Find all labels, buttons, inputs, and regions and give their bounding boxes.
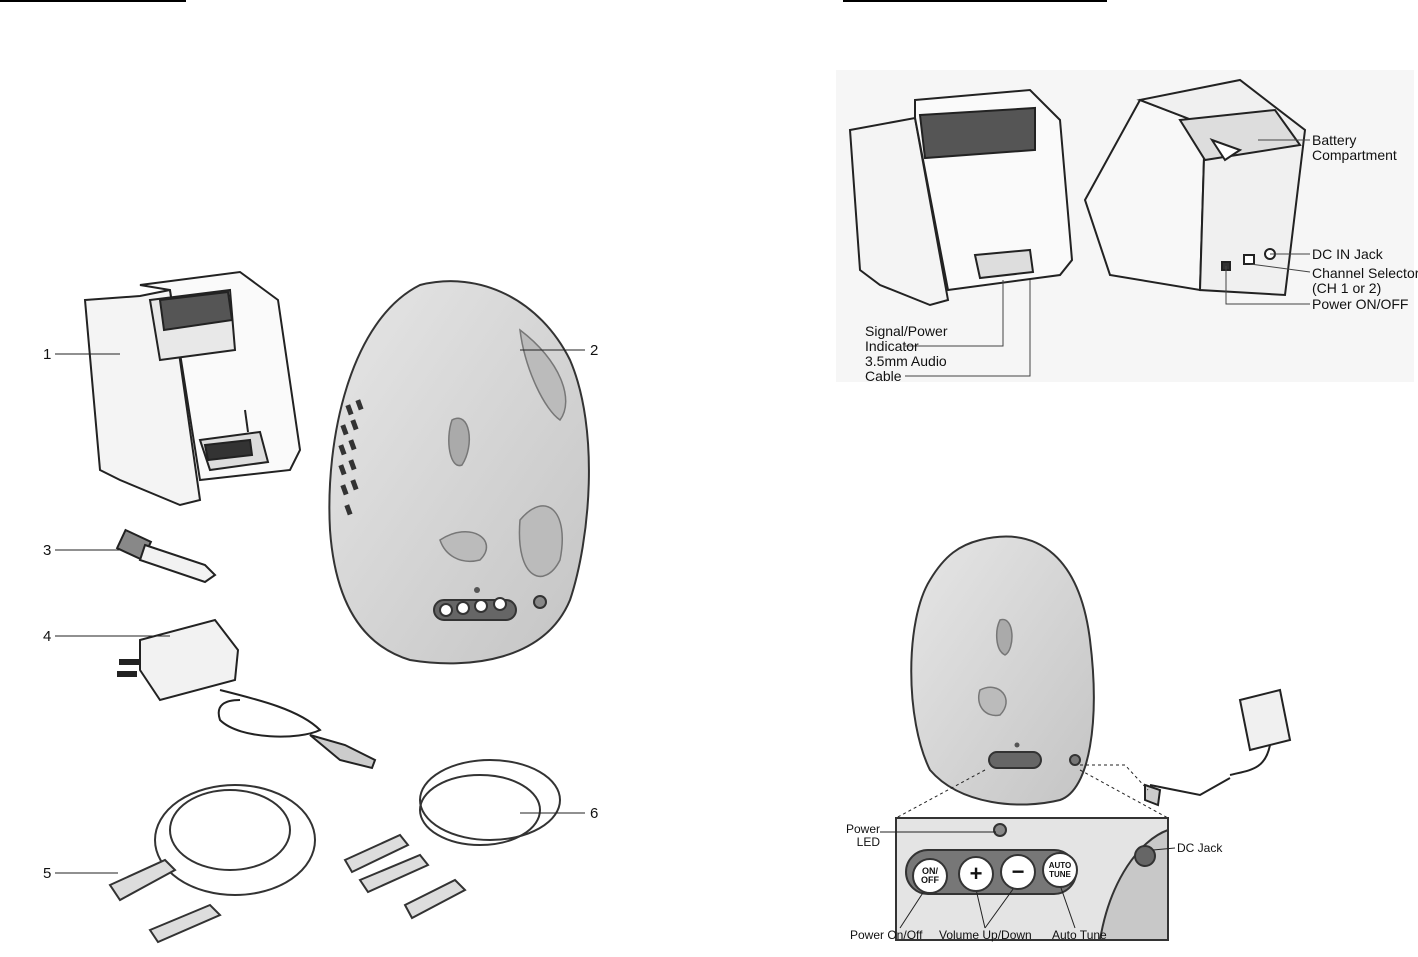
dock-speaker-illustration bbox=[85, 272, 300, 505]
auto-tune-button: AUTO TUNE bbox=[1042, 852, 1078, 888]
rear-speaker-illustration bbox=[1085, 80, 1305, 295]
rca-cable-illustration bbox=[345, 760, 560, 918]
volume-up-button: + bbox=[958, 856, 994, 892]
volume-up-down-label: Volume Up/Down bbox=[939, 928, 1032, 943]
right-rock-speaker-illustration bbox=[911, 537, 1094, 805]
adapter-plug-illustration bbox=[117, 530, 215, 582]
callout-5: 5 bbox=[43, 865, 51, 882]
on-off-button: ON/ OFF bbox=[912, 858, 948, 894]
power-on-off-label: Power ON/OFF bbox=[1312, 297, 1408, 312]
callout-4: 4 bbox=[43, 628, 51, 645]
rock-speaker-illustration bbox=[329, 281, 589, 663]
auto-tune-label: Auto Tune bbox=[1052, 928, 1107, 943]
dc-in-jack-label: DC IN Jack bbox=[1312, 247, 1383, 262]
callout-2: 2 bbox=[590, 342, 598, 359]
callout-3: 3 bbox=[43, 542, 51, 559]
channel-selector-label: Channel Selector (CH 1 or 2) bbox=[1312, 266, 1418, 296]
callout-6: 6 bbox=[590, 805, 598, 822]
right-wall-adapter-illustration bbox=[1145, 690, 1290, 805]
power-led-label: Power LED bbox=[840, 823, 880, 849]
power-on-off-zoom-label: Power On/Off bbox=[850, 928, 922, 943]
audio-cable-label: 3.5mm Audio Cable bbox=[865, 354, 947, 384]
power-adapter-illustration bbox=[118, 620, 375, 768]
audio-cable-illustration bbox=[110, 785, 315, 942]
dc-jack-label: DC Jack bbox=[1177, 841, 1222, 856]
signal-power-indicator-label: Signal/Power Indicator bbox=[865, 324, 948, 354]
right-dock-speaker-illustration bbox=[850, 90, 1072, 305]
callout-1: 1 bbox=[43, 346, 51, 363]
battery-compartment-label: Battery Compartment bbox=[1312, 133, 1397, 163]
volume-down-button: − bbox=[1000, 854, 1036, 890]
